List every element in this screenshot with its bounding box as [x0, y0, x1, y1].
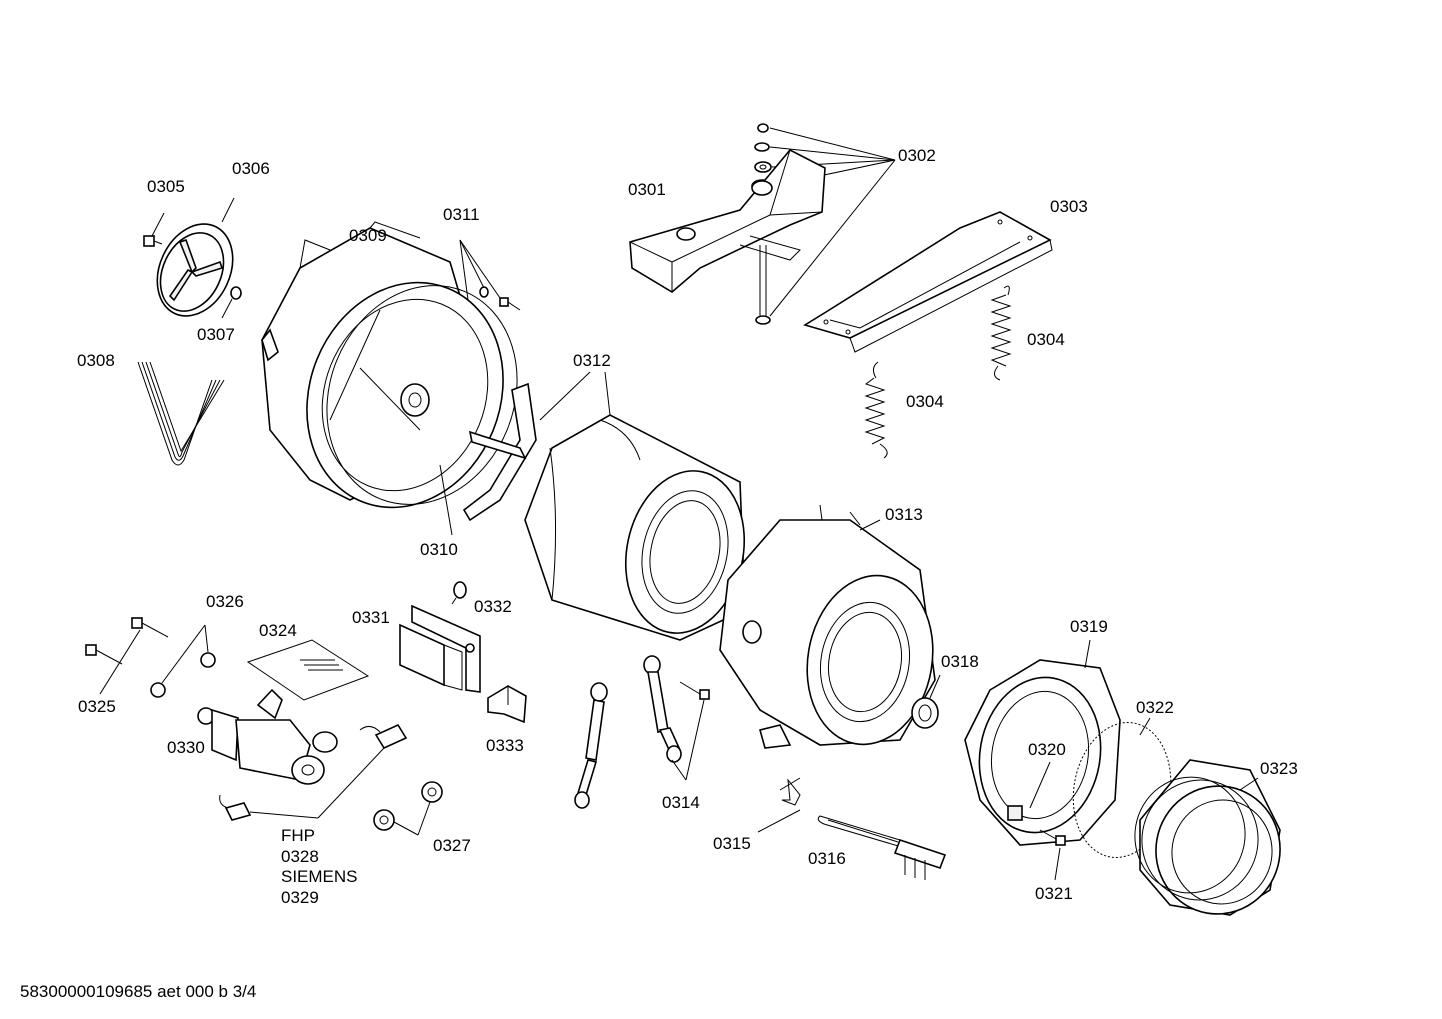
label-0324: 0324	[259, 621, 297, 640]
part-0330-pump	[197, 688, 338, 785]
label-0302: 0302	[898, 146, 936, 165]
part-0304-spring-lower	[864, 361, 888, 459]
part-0328-0329-connectors	[219, 723, 408, 821]
leader-0312	[539, 371, 611, 421]
label-0320: 0320	[1028, 740, 1066, 759]
leader-0311	[459, 239, 501, 301]
label-0323: 0323	[1260, 759, 1298, 778]
label-0312: 0312	[573, 351, 611, 370]
part-0321-screw	[1039, 829, 1066, 846]
part-0305-screw	[143, 235, 163, 247]
label-0316: 0316	[808, 849, 846, 868]
label-0311: 0311	[443, 205, 480, 224]
part-0316-heater	[817, 815, 947, 880]
label-0318: 0318	[941, 652, 979, 671]
leader-0326	[161, 624, 209, 684]
part-0325-screws	[85, 617, 169, 665]
label-0303: 0303	[1050, 197, 1088, 216]
label-0313: 0313	[885, 505, 923, 524]
part-0327-caps	[373, 781, 443, 831]
label-fhp: FHP	[281, 826, 315, 845]
label-0308: 0308	[77, 351, 115, 370]
label-0301: 0301	[628, 180, 666, 199]
label-0306: 0306	[232, 159, 270, 178]
part-0331-bracket	[399, 604, 481, 693]
label-0319: 0319	[1070, 617, 1108, 636]
part-0309-rear-tub	[261, 221, 504, 509]
part-0312-spider	[462, 382, 537, 522]
part-0313-front-tub	[719, 504, 936, 749]
part-0310-gasket	[326, 285, 518, 505]
label-0310: 0310	[420, 540, 458, 559]
label-0329: 0329	[281, 888, 319, 907]
part-0319-front-ring	[964, 659, 1121, 846]
label-0333: 0333	[486, 736, 524, 755]
label-0332: 0332	[474, 597, 512, 616]
label-0304-lower: 0304	[906, 392, 944, 411]
label-0321: 0321	[1035, 884, 1073, 903]
label-0327: 0327	[433, 836, 471, 855]
part-0332-screw	[451, 581, 467, 605]
part-0311-screws	[479, 286, 521, 311]
label-0322: 0322	[1136, 698, 1174, 717]
label-0326: 0326	[206, 592, 244, 611]
part-0333-bracket	[487, 685, 527, 724]
part-0324-manual	[246, 639, 370, 701]
label-0304-upper: 0304	[1027, 330, 1065, 349]
label-0315: 0315	[713, 834, 751, 853]
part-0314-shock-absorbers	[574, 655, 710, 809]
part-0326-bushings	[150, 652, 216, 698]
part-0303-bracket	[803, 211, 1053, 353]
leader-0328-0329	[249, 747, 385, 819]
part-0323-door-seal	[1134, 759, 1281, 916]
part-0312-drum	[524, 414, 746, 641]
label-0328: 0328	[281, 847, 319, 866]
label-siemens: SIEMENS	[281, 867, 358, 886]
label-0314: 0314	[662, 793, 700, 812]
label-0309: 0309	[349, 226, 387, 245]
part-0308-belt	[137, 361, 225, 466]
part-0304-spring-upper	[990, 285, 1012, 381]
label-0331: 0331	[352, 608, 390, 627]
label-0330: 0330	[167, 738, 205, 757]
part-0307-nut	[230, 286, 242, 300]
part-0301-counterweight	[629, 148, 826, 293]
part-0306-pulley	[156, 223, 234, 317]
part-0315-sensor	[779, 777, 801, 806]
part-0318-seal	[911, 697, 939, 729]
label-0325: 0325	[78, 697, 116, 716]
leader-0314	[671, 699, 705, 781]
footer-drawing-id: 58300000109685 aet 000 b 3/4	[20, 982, 257, 1001]
label-0307: 0307	[197, 325, 235, 344]
label-0305: 0305	[147, 177, 185, 196]
